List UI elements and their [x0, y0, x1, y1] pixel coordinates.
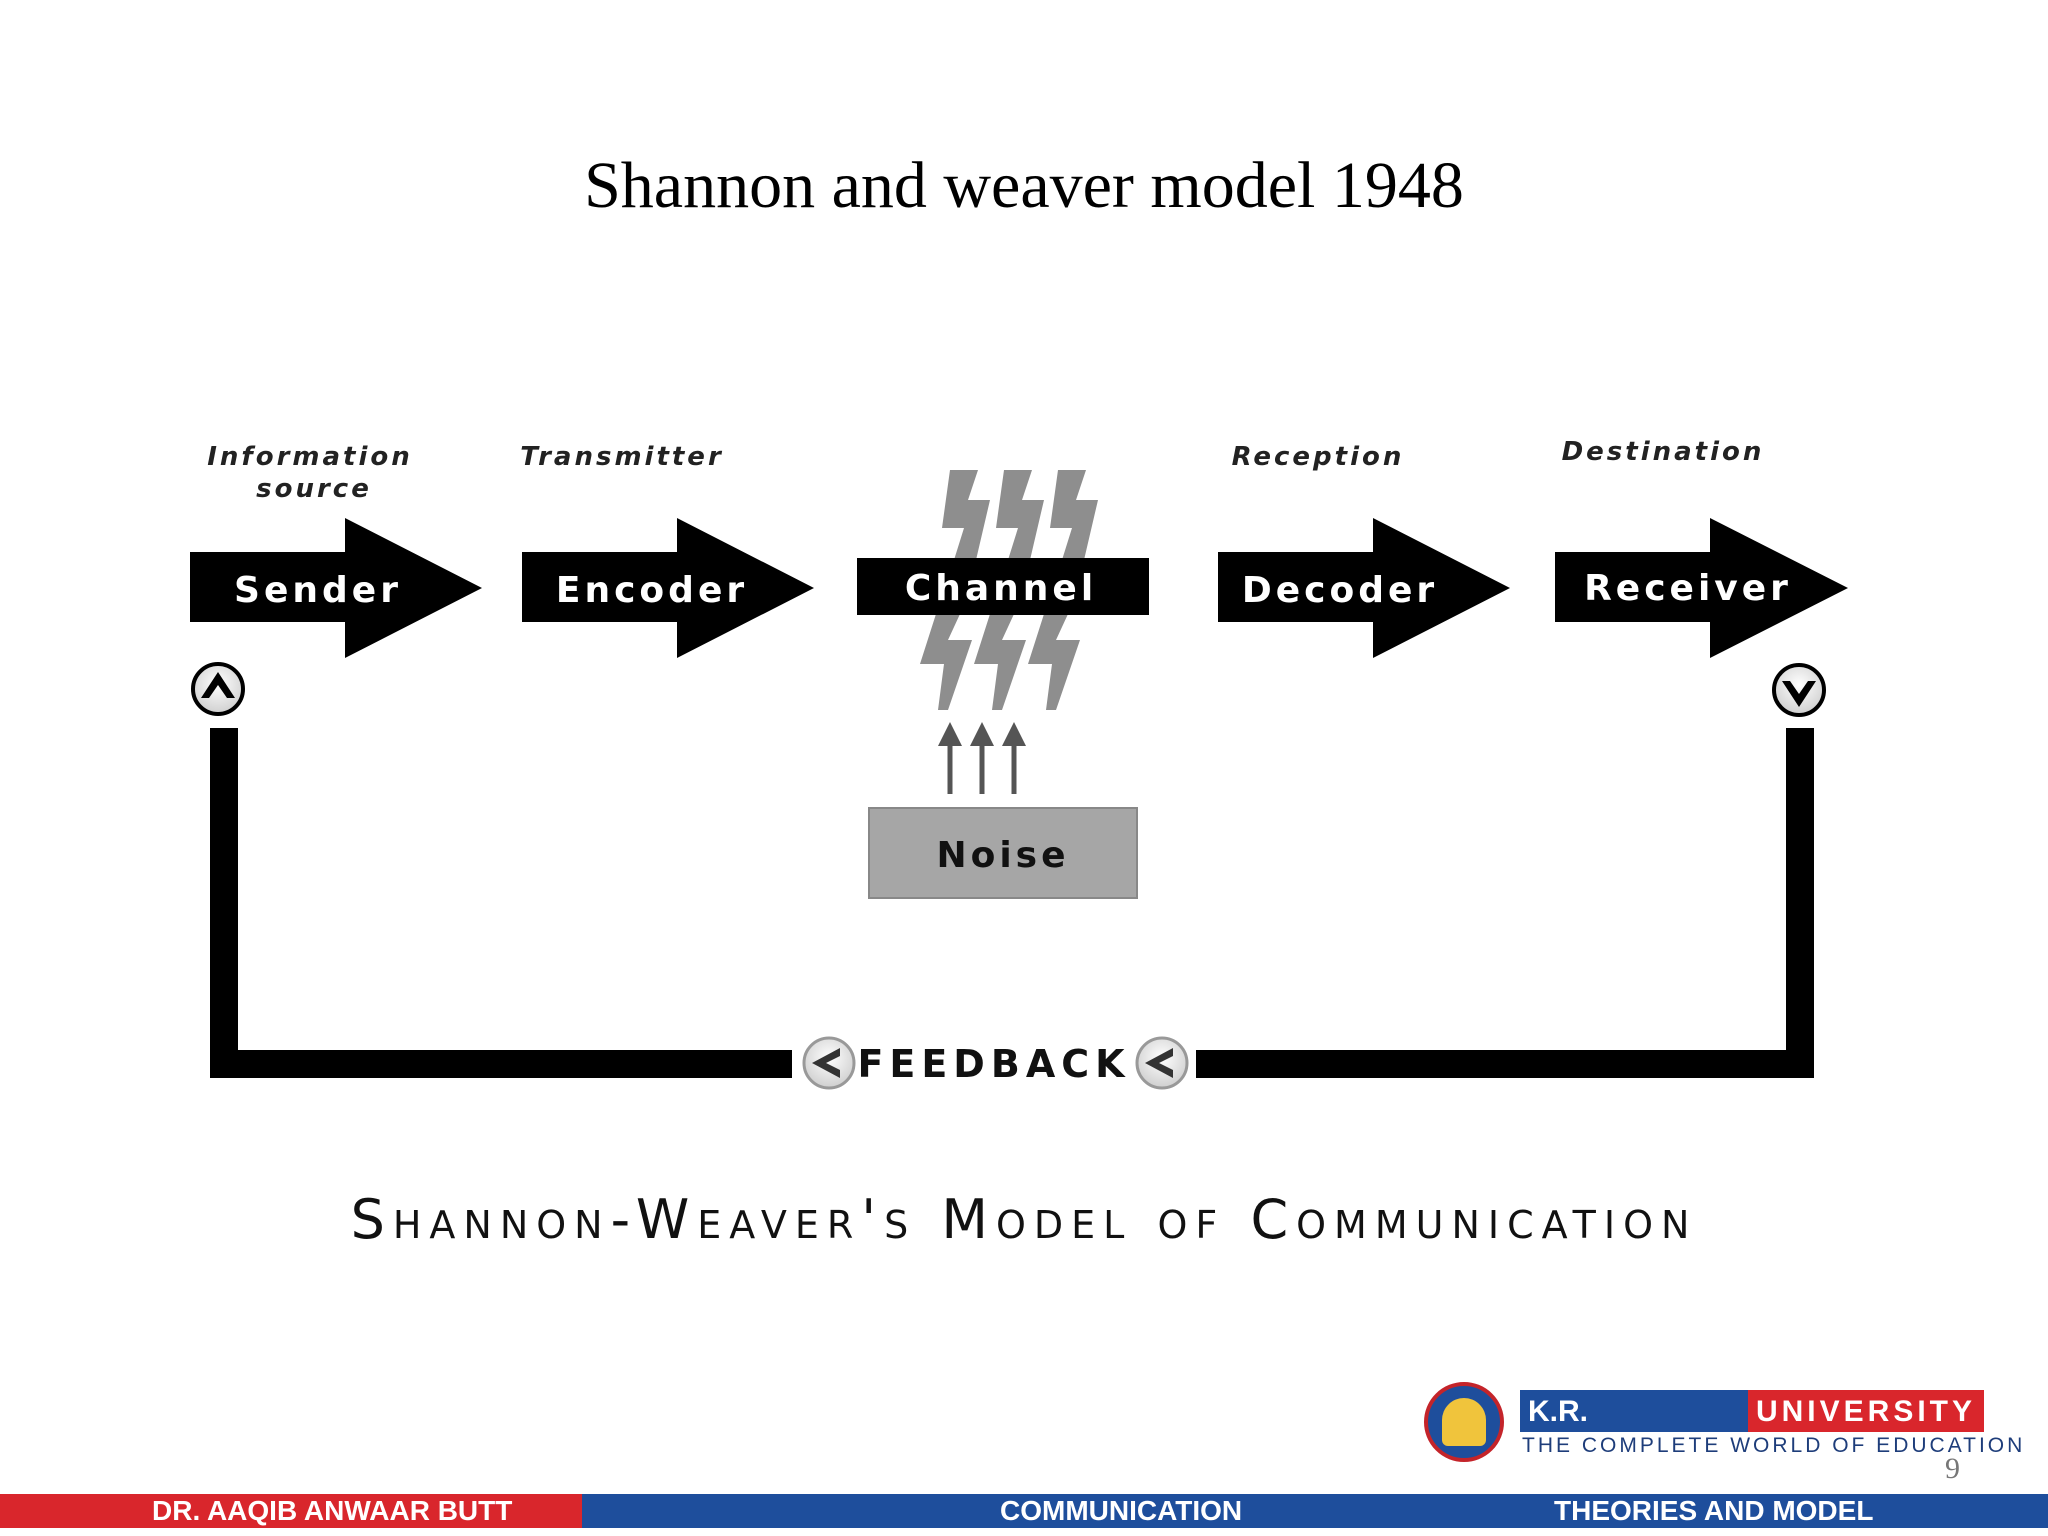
footer-author: DR. AAQIB ANWAAR BUTT: [0, 1494, 582, 1528]
logo-name: K.R. MANGALAM UNIVERSITY: [1520, 1390, 1984, 1468]
noise-arrow-head: [938, 722, 962, 746]
zigzag-bolt-lower: [974, 614, 1026, 710]
channel-label: Channel: [905, 568, 1097, 609]
encoder-label: Encoder: [556, 570, 748, 611]
university-seal-icon: [1424, 1382, 1504, 1462]
footer-topic: THEORIES AND MODEL: [1554, 1495, 1874, 1526]
noise-label: Noise: [936, 835, 1069, 876]
noise-source: Noise: [868, 807, 1138, 899]
chevron-up-icon: [191, 662, 245, 716]
diagram-caption: Shannon-Weaver's Model of Communication: [350, 1188, 1698, 1251]
zigzag-bolt-lower: [920, 614, 972, 710]
stage-receiver: Receiver Destination: [1555, 437, 1848, 658]
noise-box: [868, 807, 1138, 899]
noise-arrow-head: [970, 722, 994, 746]
noise-interference-zigzags: [920, 470, 1098, 710]
stage-sender: Sender Information source: [190, 442, 482, 658]
feedback-line-right-horizontal: [1196, 1050, 1814, 1078]
logo-tagline: THE COMPLETE WORLD OF EDUCATION: [1522, 1434, 2026, 1457]
logo-name-part1: K.R. MANGALAM: [1520, 1390, 1748, 1468]
stage-encoder: Encoder Transmitter: [520, 442, 814, 658]
receiver-top-label: Destination: [1562, 437, 1765, 467]
encoder-top-label: Transmitter: [520, 442, 724, 472]
noise-arrow-head: [1002, 722, 1026, 746]
zigzag-bolt-upper: [1050, 470, 1098, 560]
university-logo: K.R. MANGALAM UNIVERSITY THE COMPLETE WO…: [1424, 1382, 2022, 1468]
chevron-left-icon: [1135, 1036, 1189, 1090]
feedback-loop: FEEDBACK: [191, 662, 1826, 1090]
channel-box-shape: [857, 558, 1149, 615]
chevron-down-icon: [1772, 663, 1826, 717]
sender-arrow-shape: [190, 518, 482, 658]
feedback-label: FEEDBACK: [857, 1042, 1130, 1086]
decoder-label: Decoder: [1242, 570, 1438, 611]
feedback-line-left-vertical: [210, 728, 238, 1076]
noise-arrow-shaft: [979, 740, 985, 794]
sender-label: Sender: [234, 570, 402, 611]
noise-arrow-shaft: [947, 740, 953, 794]
sender-top-label-line1: Information: [207, 442, 413, 472]
zigzag-bolt-upper: [942, 470, 990, 560]
zigzag-bolt-lower: [1028, 614, 1080, 710]
stage-decoder: Decoder Reception: [1218, 442, 1510, 658]
slide-title: Shannon and weaver model 1948: [584, 149, 1464, 222]
sender-top-label-line2: source: [256, 474, 372, 504]
decoder-top-label: Reception: [1232, 442, 1405, 472]
zigzag-bolt-upper: [996, 470, 1044, 560]
receiver-arrow-shape: [1555, 518, 1848, 658]
chevron-left-icon: [802, 1036, 856, 1090]
decoder-arrow-shape: [1218, 518, 1510, 658]
noise-arrow-shaft: [1011, 740, 1017, 794]
feedback-line-left-horizontal: [210, 1050, 792, 1078]
footer-subject: COMMUNICATION: [1000, 1495, 1243, 1526]
logo-name-part2: UNIVERSITY: [1747, 1390, 1984, 1432]
footer-bar: DR. AAQIB ANWAAR BUTT COMMUNICATION THEO…: [0, 1494, 2048, 1528]
stage-channel: Channel: [857, 558, 1149, 615]
feedback-line-right-vertical: [1786, 728, 1814, 1078]
page-number: 9: [1945, 1452, 1960, 1485]
noise-arrows: [938, 722, 1026, 794]
footer-right-band: COMMUNICATION THEORIES AND MODEL: [582, 1494, 2048, 1528]
receiver-label: Receiver: [1584, 568, 1792, 609]
encoder-arrow-shape: [522, 518, 814, 658]
